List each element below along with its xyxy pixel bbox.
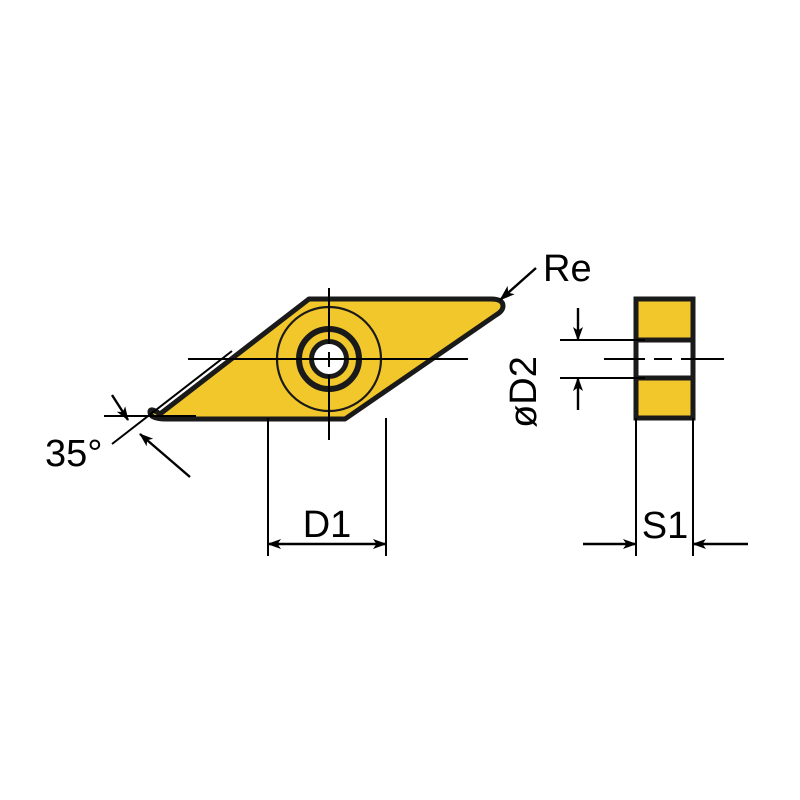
- d1-label: D1: [303, 504, 352, 546]
- d2-dimension-group: øD2: [503, 308, 645, 428]
- side-view-lower-body: [633, 375, 696, 421]
- corner-radius-annotation-group: Re: [499, 248, 592, 301]
- angle-annotation-group: 35°: [45, 350, 233, 478]
- angle-arrow-lower: [139, 433, 191, 478]
- d1-dimension-group: D1: [267, 418, 387, 556]
- angle-label: 35°: [45, 433, 102, 475]
- corner-radius-leader-line: [499, 267, 537, 301]
- side-view-upper-body: [633, 296, 696, 343]
- top-view-group: [147, 288, 506, 440]
- corner-radius-label: Re: [543, 248, 592, 290]
- side-view-group: [604, 296, 724, 421]
- angle-reference-incline: [111, 350, 233, 445]
- s1-dimension-group: S1: [583, 418, 748, 556]
- s1-label: S1: [642, 505, 688, 547]
- d2-label: øD2: [503, 356, 545, 428]
- angle-arrow-upper: [110, 394, 130, 421]
